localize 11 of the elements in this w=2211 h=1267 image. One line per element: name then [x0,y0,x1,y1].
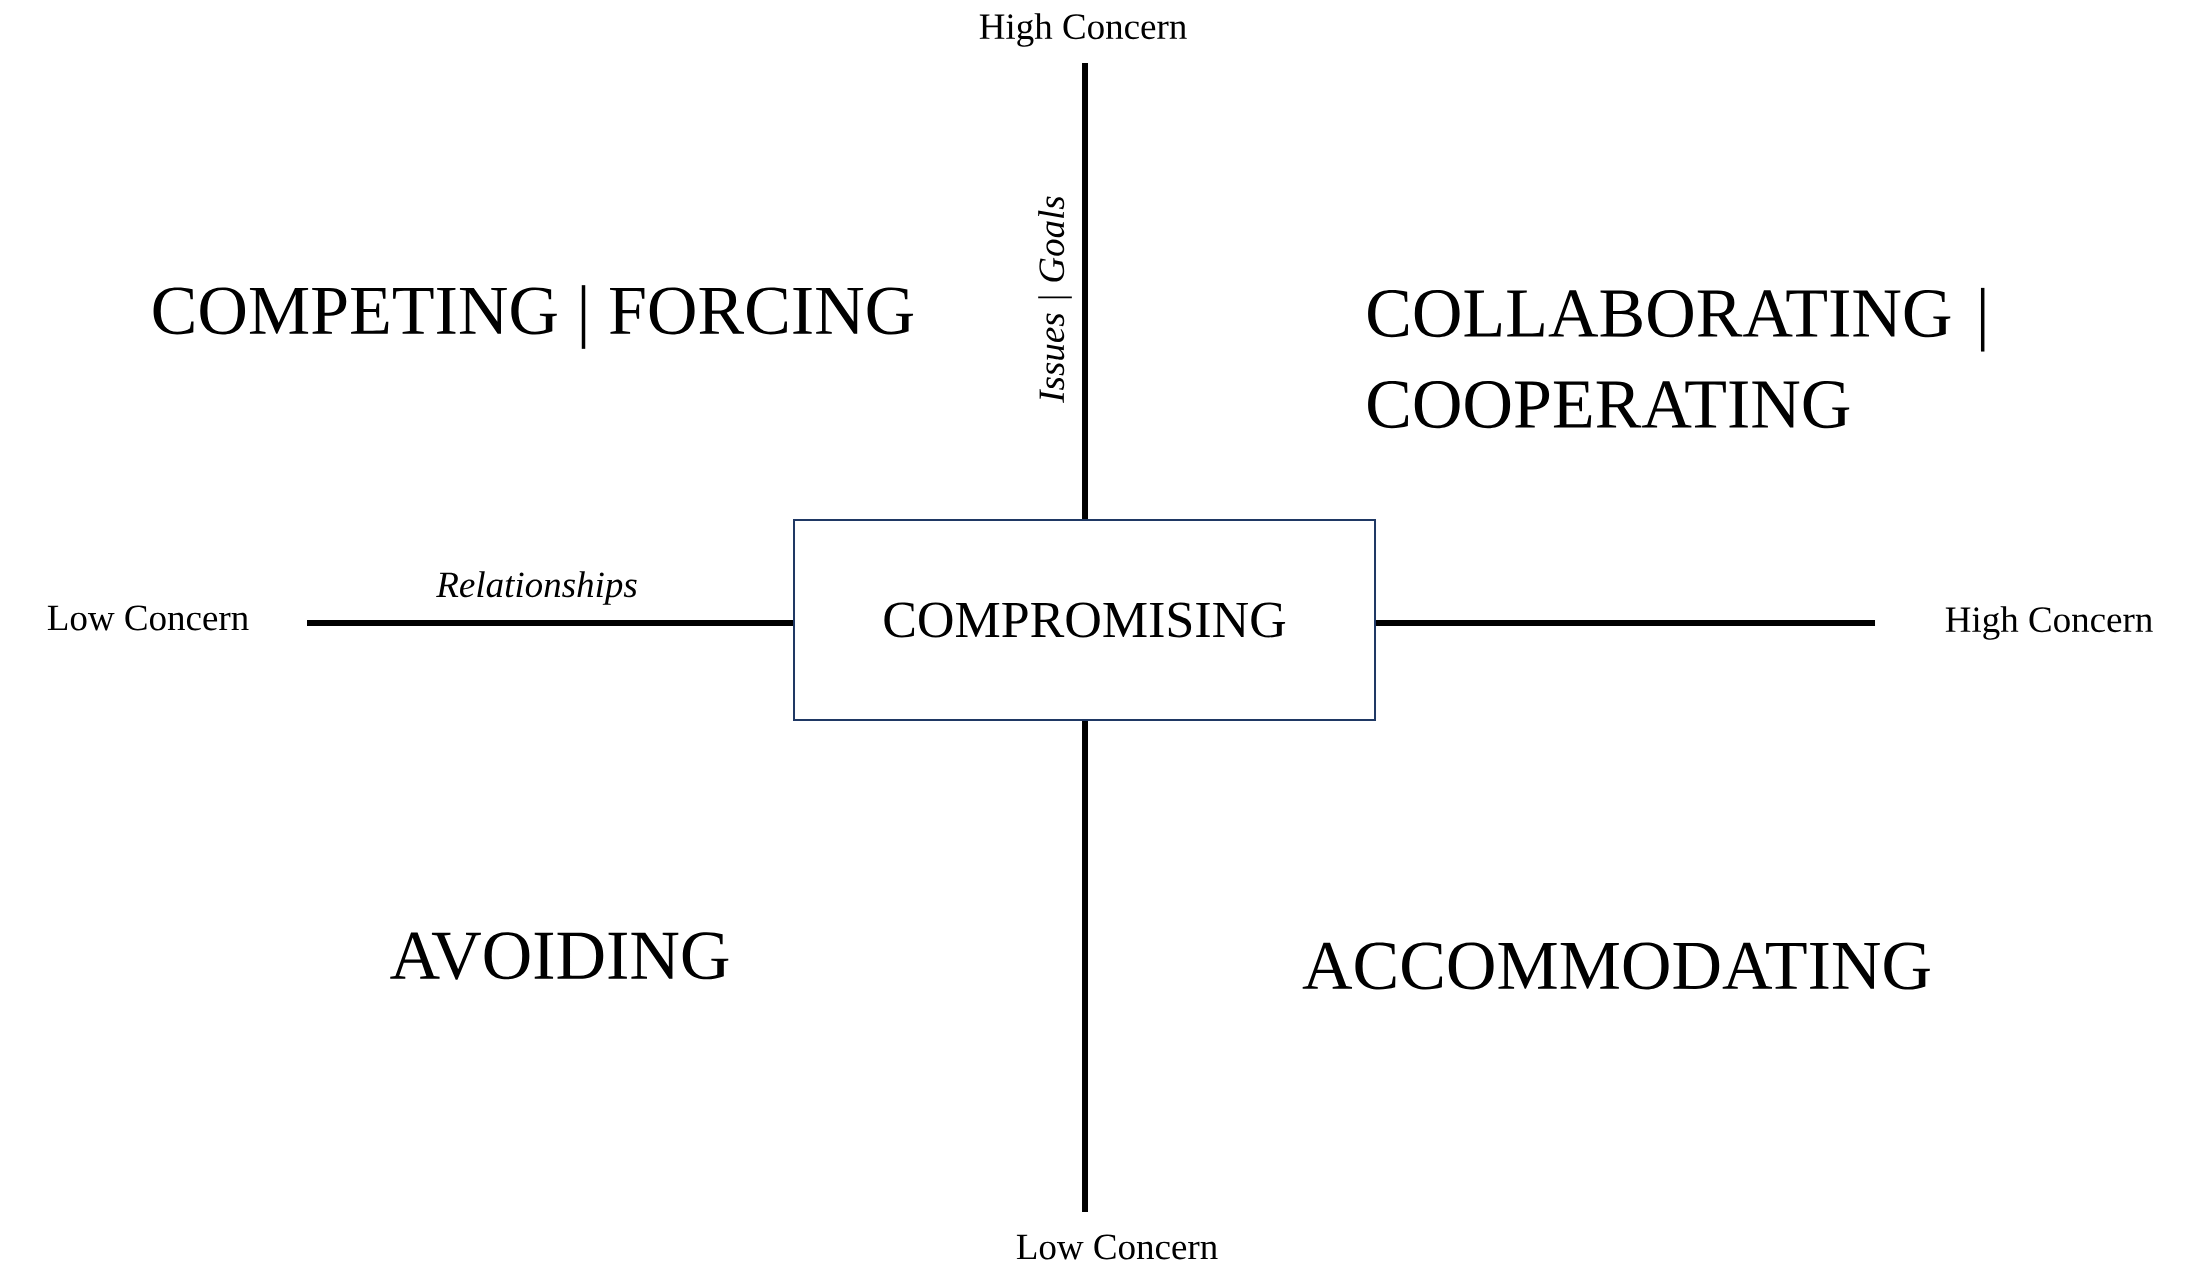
axis-label: High Concern [979,13,1187,47]
axis-label: Low Concern [47,605,249,631]
quadrant-label: AVOIDING [390,932,729,980]
axis-label: Low Concern [1016,1234,1218,1260]
quadrant-label: COLLABORATING | COOPERATING [1368,287,1985,429]
axis-title: Relationships [436,571,637,605]
quadrant-label: COMPETING | FORCING [153,285,914,349]
quadrant-label: ACCOMMODATING [1302,942,1930,990]
style-box: COMPROMISING [793,519,1376,721]
axis-title: Issues | Goals [1038,196,1072,403]
axis-label: High Concern [1945,606,2153,640]
